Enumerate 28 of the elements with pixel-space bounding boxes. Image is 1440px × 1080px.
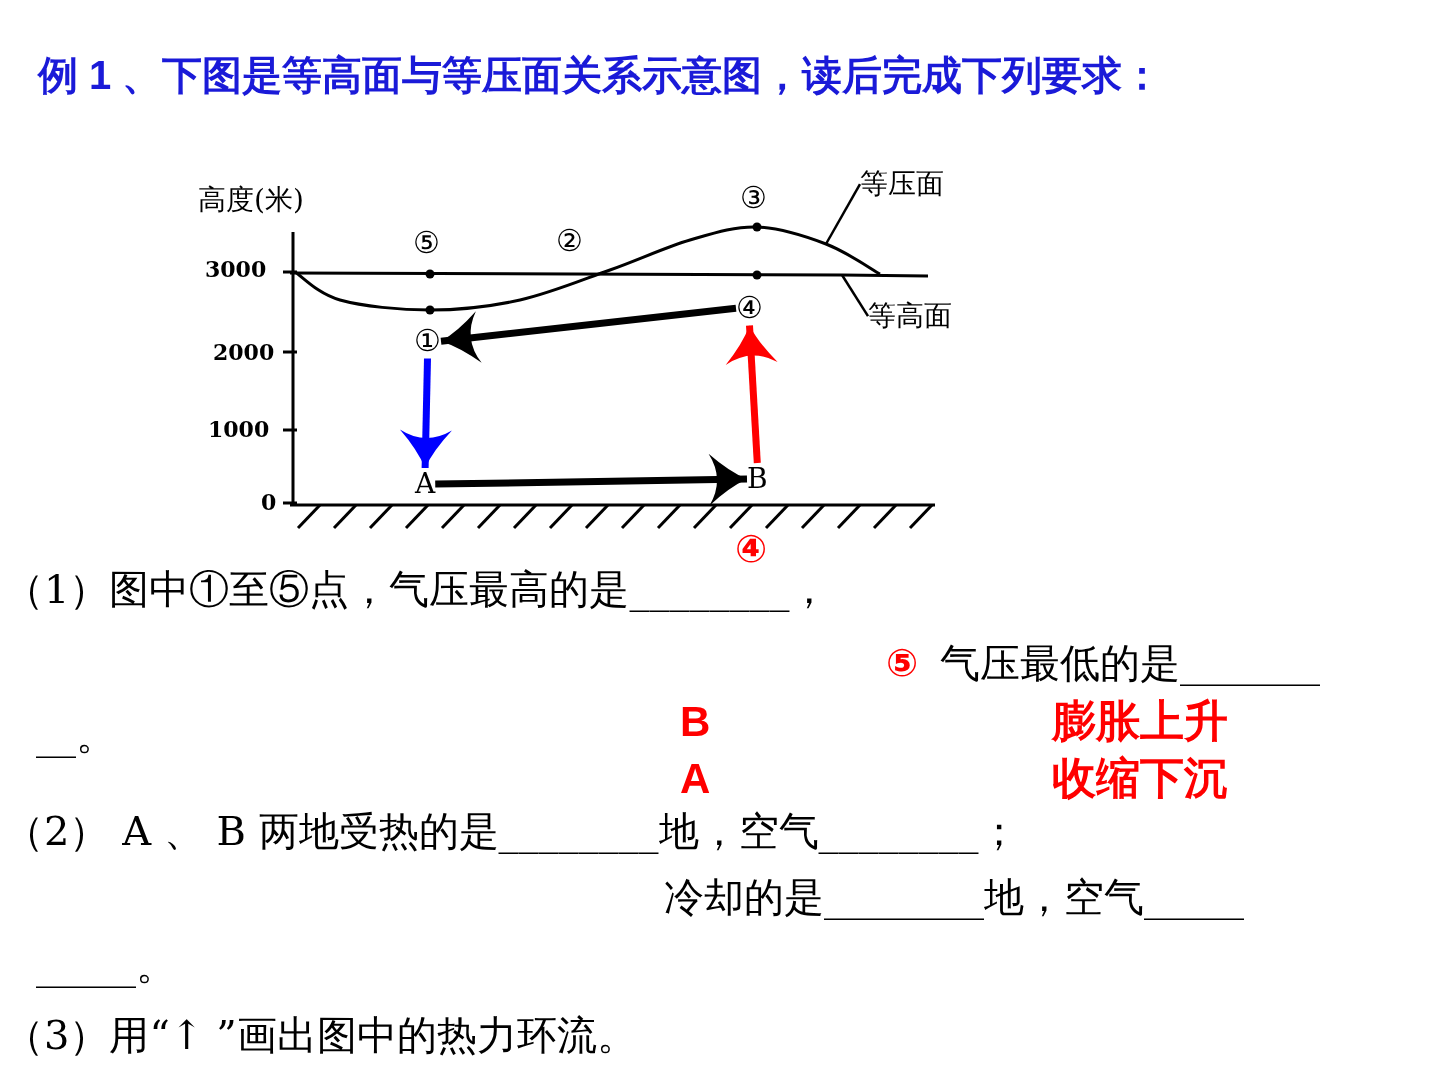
point-label: ③: [740, 181, 767, 216]
answer-text: 膨胀上升: [1052, 696, 1228, 747]
place-label: B: [747, 463, 768, 496]
question-text: __。: [36, 712, 116, 758]
answer-text: B: [680, 698, 711, 747]
leader-line: [824, 183, 862, 245]
tick-label: 3000: [205, 257, 267, 283]
tick-label: 0: [261, 490, 277, 516]
question-text: _____。: [36, 942, 176, 988]
contour-line: [290, 271, 928, 278]
curve-label: 等压面: [860, 168, 944, 201]
tick-label: 1000: [208, 417, 270, 443]
question-text: 气压最低的是_______: [940, 640, 1320, 686]
point-label: ①: [414, 324, 441, 359]
question-text: （3）用“↑ ”画出图中的热力环流。: [4, 1012, 637, 1058]
title: 例 1 、下图是等高面与等压面关系示意图，读后完成下列要求：: [38, 52, 1163, 98]
question-text: （2） A 、 B 两地受热的是________地，空气________；: [4, 808, 1019, 854]
answer-text: A: [680, 755, 711, 804]
axis-title: 高度(米): [198, 184, 304, 217]
answer-text: 收缩下沉: [1052, 753, 1228, 804]
point-label: ⑤: [413, 226, 440, 261]
curve-label: 等高面: [868, 300, 952, 333]
tick-label: 2000: [213, 340, 275, 366]
question-text: 冷却的是________地，空气_____: [664, 874, 1244, 920]
point-label: ②: [556, 224, 583, 259]
place-label: A: [415, 468, 436, 501]
point-label: ④: [736, 291, 763, 326]
answer-text: ⑤: [886, 642, 919, 686]
